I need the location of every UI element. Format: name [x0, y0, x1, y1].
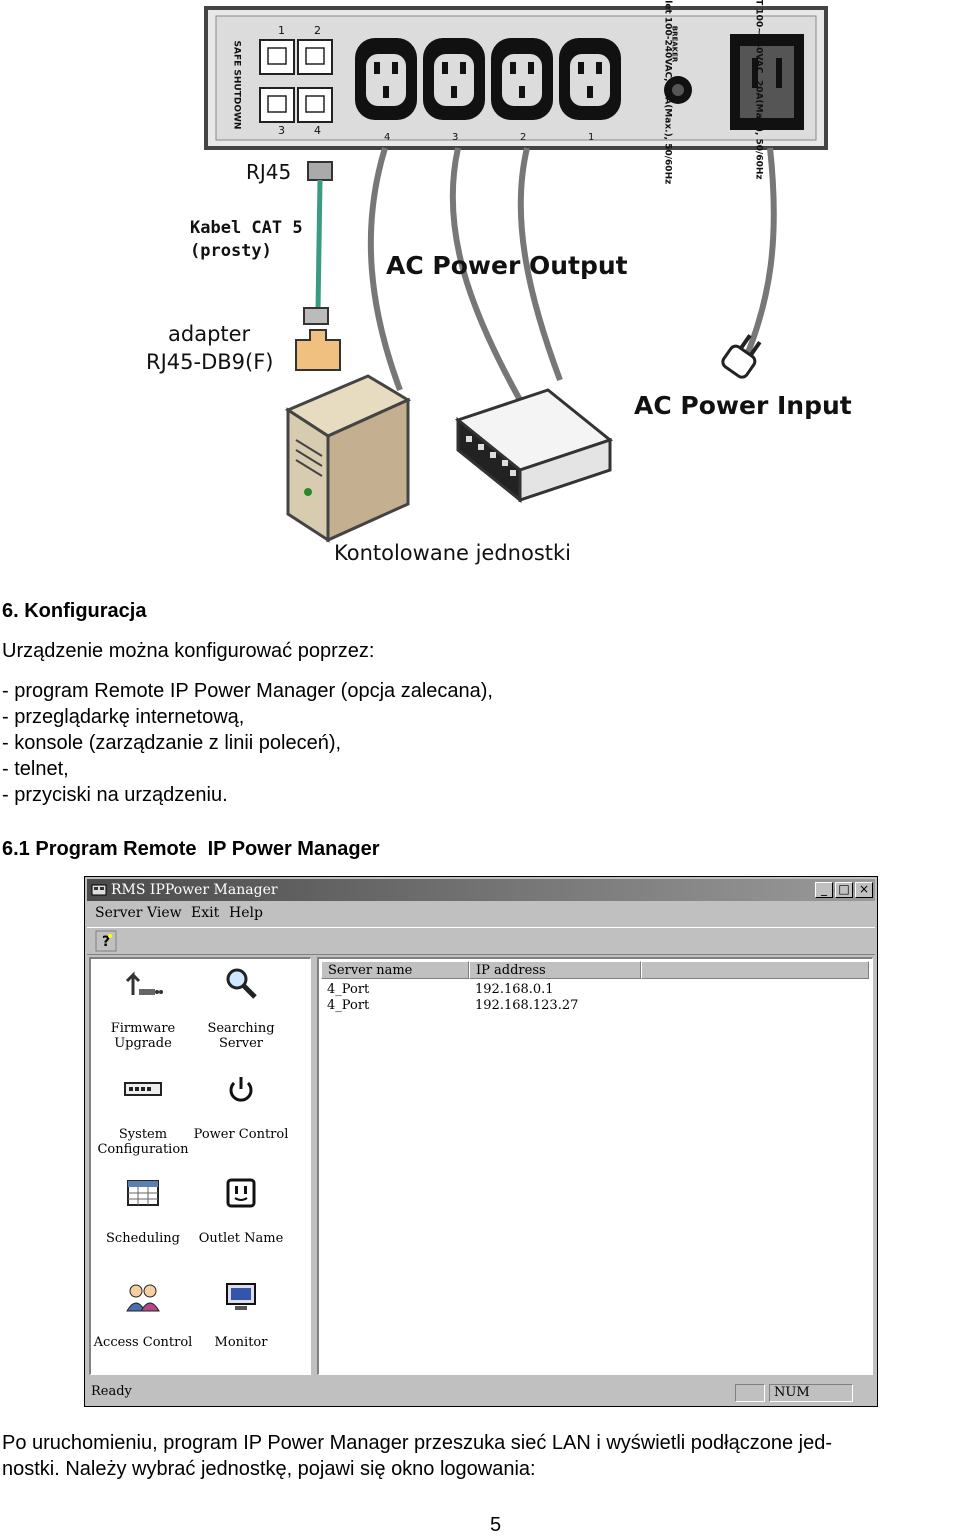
outlet-number-2: 2 [520, 132, 527, 143]
adapter-label-line1: adapter [168, 322, 251, 346]
server-name-cell: 4_Port [327, 998, 370, 1013]
ac-input-label: AC Power Input [634, 391, 852, 420]
tool-label: Scheduling [106, 1231, 180, 1246]
access-control-tool[interactable]: Access Control [93, 1281, 193, 1350]
pdu-connection-diagram: 1 2 3 4 SAFE SHUTDOWN 4 3 2 1 Per Outlet… [140, 0, 860, 575]
firmware-upgrade-tool[interactable]: Firmware Upgrade [93, 967, 193, 1051]
option-item: - telnet, [2, 758, 69, 780]
page-number: 5 [490, 1514, 502, 1536]
num-lock-indicator: NUM [769, 1384, 853, 1402]
cable-label-line2: (prosty) [190, 241, 272, 261]
option-item: - przeglądarkę internetową, [2, 706, 245, 728]
menu-help[interactable]: Help [229, 905, 263, 921]
port-label-1: 1 [278, 24, 285, 37]
tool-label: Access Control [93, 1335, 193, 1350]
server-list: Server name IP address 4_Port 192.168.0.… [317, 957, 873, 1375]
tool-label: Configuration [97, 1142, 189, 1157]
pdu-diagram-graphic [204, 6, 828, 543]
tool-label: Firmware [110, 1021, 176, 1036]
monitor-tool[interactable]: Monitor [191, 1281, 291, 1350]
ip-power-manager-window: RMS IPPower Manager _ □ × Server View Ex… [84, 876, 878, 1407]
toolbar: ? [87, 927, 875, 955]
ip-address-cell: 192.168.0.1 [475, 982, 554, 997]
option-item: - konsole (zarządzanie z linii poleceń), [2, 732, 342, 754]
menu-server[interactable]: Server [95, 905, 143, 921]
menu-exit[interactable]: Exit [191, 905, 220, 921]
outlet-name-tool[interactable]: Outlet Name [191, 1177, 291, 1246]
resize-grip[interactable] [855, 1384, 873, 1402]
outlet-number-4: 4 [384, 132, 391, 143]
paragraph-line: nostki. Należy wybrać jednostkę, pojawi … [2, 1458, 536, 1480]
port-label-3: 3 [278, 124, 285, 137]
menu-view[interactable]: View [147, 905, 182, 921]
breaker-label: BREAKER [670, 25, 679, 63]
status-bar: Ready NUM [87, 1382, 875, 1404]
outlet-number-3: 3 [452, 132, 459, 143]
users-icon [126, 1284, 160, 1312]
svg-text:?: ? [102, 934, 110, 950]
minimize-button[interactable]: _ [815, 882, 833, 898]
section-heading: 6. Konfiguracja [2, 600, 147, 622]
tool-label: System [118, 1127, 168, 1142]
subsection-heading: 6.1 Program Remote IP Power Manager [2, 838, 380, 860]
intro-text: Urządzenie można konfigurować poprzez: [2, 640, 375, 662]
tool-label: Outlet Name [198, 1231, 284, 1246]
tools-panel: Firmware Upgrade Searching Server System… [89, 957, 311, 1375]
port-label-4: 4 [314, 124, 321, 137]
column-header-ip-address[interactable]: IP address [469, 961, 641, 979]
system-configuration-tool[interactable]: System Configuration [93, 1073, 193, 1157]
tool-label: Server [218, 1036, 264, 1051]
option-item: - program Remote IP Power Manager (opcja… [2, 680, 493, 702]
safe-shutdown-label: SAFE SHUTDOWN [231, 40, 242, 130]
rj45-label: RJ45 [246, 160, 292, 184]
searching-server-tool[interactable]: Searching Server [191, 967, 291, 1051]
cable-label-line1: Kabel CAT 5 [190, 218, 303, 238]
tool-label: Searching [207, 1021, 275, 1036]
adapter-label-line2: RJ45-DB9(F) [146, 350, 274, 374]
status-panel [735, 1384, 765, 1402]
window-title: RMS IPPower Manager [111, 882, 278, 898]
title-bar: RMS IPPower Manager _ □ × [87, 879, 875, 901]
firmware-upgrade-icon [125, 971, 163, 995]
input-spec: INPUT 100~240VAC, 20A(Max.), 50/60Hz [753, 0, 764, 180]
server-name-cell: 4_Port [327, 982, 370, 997]
tool-label: Monitor [214, 1335, 268, 1350]
close-button[interactable]: × [855, 882, 873, 898]
tool-label: Power Control [193, 1127, 289, 1142]
power-control-tool[interactable]: Power Control [191, 1073, 291, 1142]
help-question-icon[interactable]: ? [95, 930, 117, 952]
controlled-units-label: Kontolowane jednostki [334, 541, 572, 565]
scheduling-tool[interactable]: Scheduling [93, 1177, 193, 1246]
monitor-icon [226, 1283, 256, 1310]
magnifier-icon [226, 968, 257, 999]
option-item: - przyciski na urządzeniu. [2, 784, 228, 806]
calendar-icon [127, 1180, 159, 1206]
outlet-number-1: 1 [588, 132, 595, 143]
tool-label: Upgrade [114, 1036, 172, 1051]
maximize-button[interactable]: □ [835, 882, 853, 898]
ip-address-cell: 192.168.123.27 [475, 998, 579, 1013]
outlet-icon [226, 1178, 256, 1208]
status-text: Ready [91, 1384, 132, 1399]
device-icon [124, 1082, 162, 1096]
menu-bar: Server View Exit Help [87, 903, 875, 925]
ac-output-label: AC Power Output [386, 251, 628, 280]
column-header-filler [641, 961, 869, 979]
port-label-2: 2 [314, 24, 321, 37]
paragraph-line: Po uruchomieniu, program IP Power Manage… [2, 1432, 833, 1454]
app-icon [91, 884, 107, 896]
column-header-server-name[interactable]: Server name [321, 961, 469, 979]
power-icon [229, 1077, 253, 1102]
